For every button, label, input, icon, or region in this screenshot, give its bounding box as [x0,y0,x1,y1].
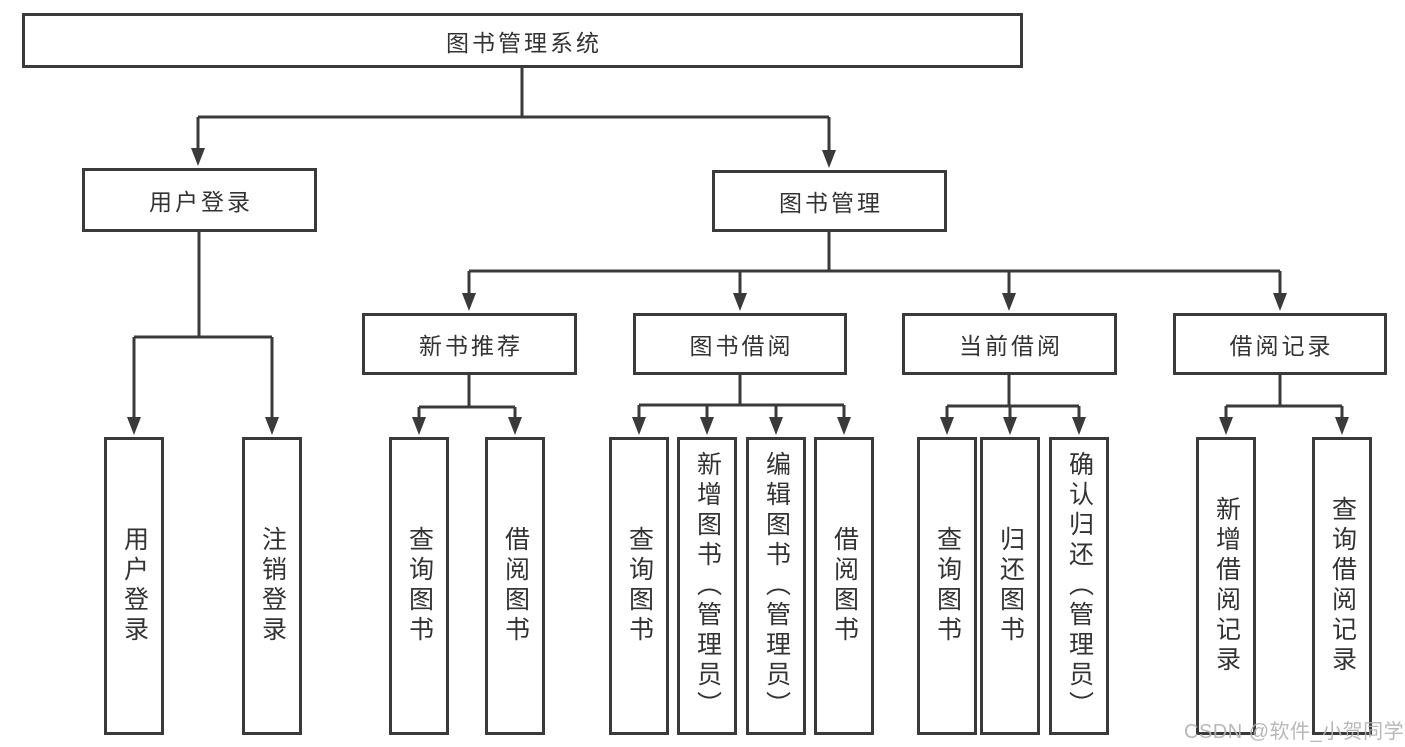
node-label: 借阅记录 [1229,333,1334,359]
arrow-down-icon [412,417,426,435]
leaf-label: 新增图书（管理员） [693,451,722,721]
edge-borrow-record-children [1219,375,1349,435]
leaf-label: 编辑图书（管理员） [762,451,791,721]
arrow-down-icon [940,417,954,435]
node-label: 图书借阅 [689,333,794,359]
leaf-label: 借阅图书 [830,526,859,646]
leaf-label: 注销登录 [258,526,287,646]
leaf-query-borrow-record: 查询借阅记录 [1312,437,1372,735]
leaf-label: 查询图书 [933,526,962,646]
node-user-login: 用户登录 [82,168,317,232]
leaf-label: 查询借阅记录 [1328,496,1357,676]
leaf-query-books: 查询图书 [609,437,669,735]
edge-current-borrow-children [940,375,1086,435]
leaf-label: 查询图书 [625,526,654,646]
node-new-book-recommend: 新书推荐 [362,313,577,375]
arrow-down-icon [1003,417,1017,435]
arrow-down-icon [1002,293,1016,311]
node-label: 新书推荐 [419,333,523,359]
edge-book-mgmt-children [462,232,1287,311]
leaf-return-books: 归还图书 [980,437,1040,735]
arrow-down-icon [1273,293,1287,311]
leaf-label: 查询图书 [405,526,434,646]
leaf-label: 新增借阅记录 [1212,496,1241,676]
edge-book-borrow-children [632,375,851,435]
csdn-watermark: CSDN @软件_小贺同学 [1184,721,1405,743]
leaf-confirm-return-admin: 确认归还（管理员） [1049,437,1109,735]
node-label: 当前借阅 [959,333,1063,359]
arrow-down-icon [127,417,141,435]
node-current-borrow: 当前借阅 [902,313,1117,375]
node-label: 图书管理 [779,190,883,216]
node-book-borrow: 图书借阅 [633,313,847,375]
arrow-down-icon [462,293,476,311]
node-book-management: 图书管理 [712,170,947,232]
node-root-system: 图书管理系统 [22,13,1023,68]
arrow-down-icon [733,293,747,311]
leaf-add-books-admin: 新增图书（管理员） [677,437,737,735]
arrow-down-icon [822,150,836,168]
arrow-down-icon [769,417,783,435]
leaf-label: 归还图书 [996,526,1025,646]
arrow-down-icon [1219,417,1233,435]
leaf-label: 借阅图书 [501,526,530,646]
node-label: 图书管理系统 [446,29,602,56]
arrow-down-icon [700,417,714,435]
leaf-add-borrow-record: 新增借阅记录 [1196,437,1256,735]
arrow-down-icon [265,417,279,435]
node-borrow-record: 借阅记录 [1173,313,1387,375]
leaf-query-books: 查询图书 [917,437,977,735]
leaf-borrow-books: 借阅图书 [485,437,545,735]
leaf-label: 确认归还（管理员） [1065,451,1094,721]
arrow-down-icon [508,417,522,435]
node-label: 用户登录 [149,189,253,215]
leaf-borrow-books: 借阅图书 [814,437,874,735]
arrow-down-icon [1335,417,1349,435]
leaf-query-books: 查询图书 [389,437,449,735]
leaf-label: 用户登录 [120,526,149,646]
edge-new-book-rec-children [412,375,522,435]
leaf-logout: 注销登录 [242,437,302,735]
arrow-down-icon [632,417,646,435]
leaf-edit-books-admin: 编辑图书（管理员） [746,437,806,735]
edge-user-login-children [127,232,279,435]
arrow-down-icon [191,148,205,166]
leaf-user-login: 用户登录 [104,437,164,735]
arrow-down-icon [1072,417,1086,435]
edge-root-children [191,68,836,168]
arrow-down-icon [837,417,851,435]
